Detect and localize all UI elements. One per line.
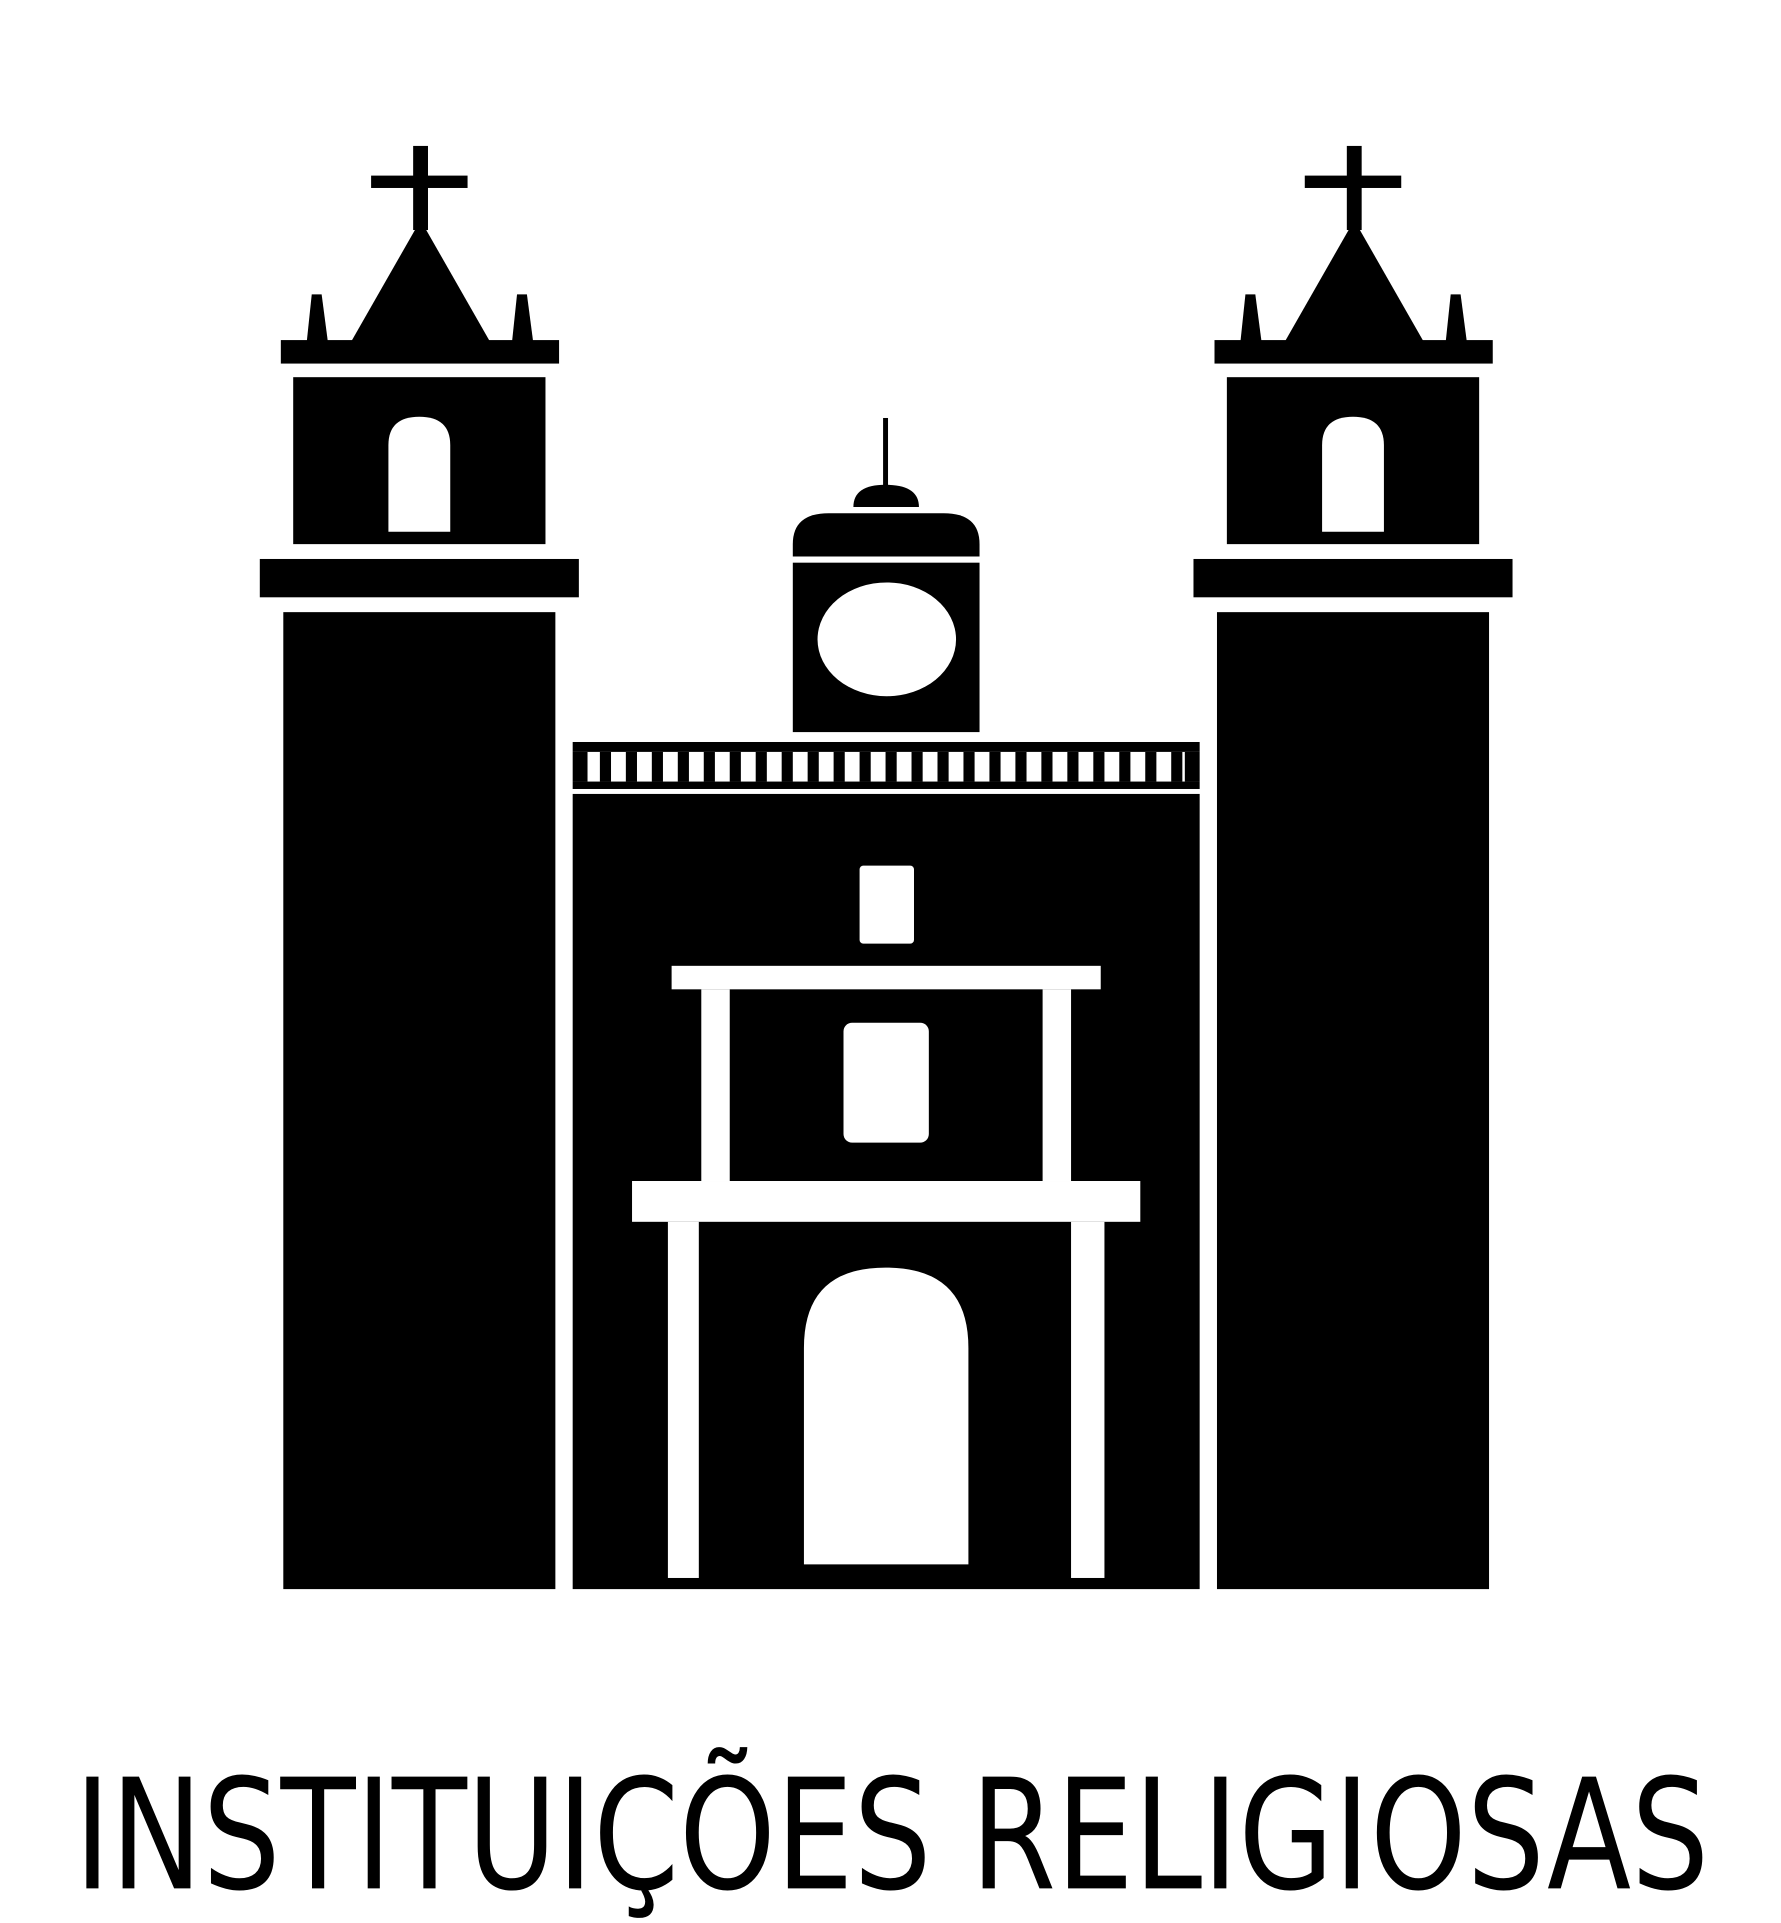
baluster: [885, 751, 897, 782]
baluster: [859, 751, 871, 782]
baluster: [755, 751, 767, 782]
balustrade: [572, 741, 1200, 789]
baluster: [781, 751, 793, 782]
baluster: [989, 751, 1001, 782]
middle-window: [843, 1022, 929, 1143]
clock-tower: [792, 417, 980, 733]
baluster: [1171, 751, 1183, 782]
cross-icon: [371, 145, 468, 231]
facade: [572, 793, 1200, 1590]
baluster: [833, 751, 845, 782]
logo-caption: INSTITUIÇÕES RELIGIOSAS: [74, 1746, 1709, 1923]
baluster: [1015, 751, 1027, 782]
baluster: [1119, 751, 1131, 782]
baluster: [677, 751, 689, 782]
spire: [351, 220, 490, 342]
clock-face: [817, 582, 957, 697]
baluster: [651, 751, 663, 782]
baluster: [1067, 751, 1079, 782]
main-door: [803, 1267, 969, 1565]
upper-window: [859, 865, 914, 944]
baluster: [625, 751, 637, 782]
baluster: [703, 751, 715, 782]
right-tower: [1193, 145, 1513, 1590]
baluster: [1041, 751, 1053, 782]
left-tower: [259, 145, 579, 1590]
baluster: [599, 751, 612, 782]
cross-icon: [1304, 145, 1402, 231]
baluster: [1145, 751, 1157, 782]
baluster: [729, 751, 741, 782]
left-belfry-window: [388, 416, 451, 532]
baluster: [807, 751, 819, 782]
baluster: [911, 751, 923, 782]
baluster: [1093, 751, 1105, 782]
baluster: [963, 751, 975, 782]
baluster: [937, 751, 949, 782]
